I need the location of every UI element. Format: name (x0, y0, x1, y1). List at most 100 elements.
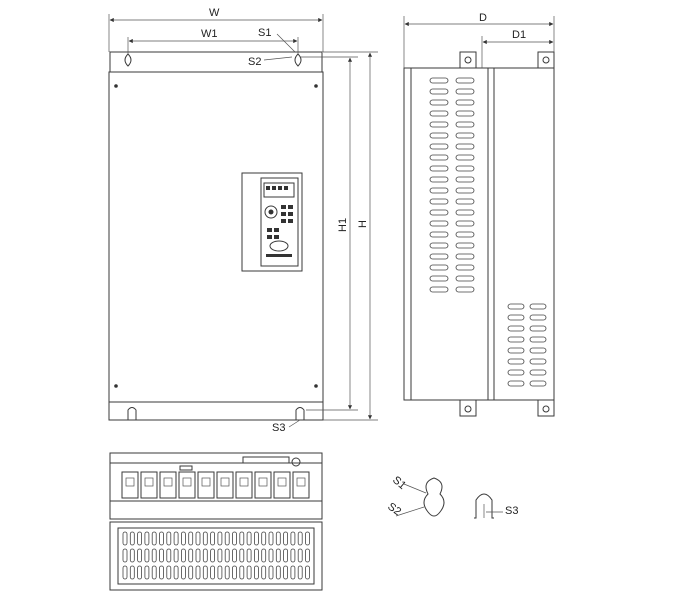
grille-slot (268, 548, 274, 563)
vent-slot (429, 231, 449, 238)
label-d: D (479, 12, 487, 24)
grille-slot (195, 565, 201, 580)
grille-slot (210, 548, 216, 563)
terminal-screw (277, 477, 287, 487)
vent-slot (455, 253, 475, 260)
vent-slot (429, 242, 449, 249)
vent-slot (455, 264, 475, 271)
grille-slot (159, 565, 164, 580)
grille-slot (180, 565, 186, 580)
grille-slot (297, 565, 303, 580)
terminal-block (178, 471, 196, 499)
grille-slot (151, 531, 157, 546)
grille-slot (275, 548, 281, 563)
grille-slot (151, 548, 157, 563)
grille-slot (246, 531, 252, 546)
vent-slot (455, 198, 475, 205)
grille-slot (129, 565, 135, 580)
vent-slot (455, 121, 475, 128)
terminal-screw (201, 477, 211, 487)
vent-slot (507, 369, 525, 376)
terminal-block (159, 471, 177, 499)
bottom-view (109, 452, 323, 591)
grille-slot (224, 548, 230, 563)
vent-slot (429, 264, 449, 271)
vent-slot (455, 99, 475, 106)
vent-slot (455, 220, 475, 227)
detail-label-s3: S3 (505, 505, 518, 517)
grille-slot (159, 548, 164, 563)
terminal-block (121, 471, 139, 499)
vent-slot (455, 77, 475, 84)
vent-slot (429, 275, 449, 282)
grille-slot (144, 565, 150, 580)
grille-slot (129, 531, 135, 546)
vent-slot (529, 347, 547, 354)
terminal-screw (220, 477, 230, 487)
grille-slot (305, 531, 310, 546)
grille-slot (217, 565, 223, 580)
grille-slot (305, 548, 310, 563)
grille-slot (202, 531, 208, 546)
vent-slot (529, 336, 547, 343)
terminal-screw (182, 477, 192, 487)
grille-slot (239, 548, 245, 563)
vent-slot (529, 314, 547, 321)
grille-slot (173, 548, 179, 563)
vent-slot (507, 347, 525, 354)
grille-slot (159, 531, 164, 546)
terminal-blocks (121, 471, 310, 499)
grille-slot (268, 565, 274, 580)
front-enclosure (108, 71, 324, 403)
vent-slot (455, 132, 475, 139)
vent-slot (507, 325, 525, 332)
grille-slot (188, 548, 194, 563)
vent-slot (507, 336, 525, 343)
grille-slot (166, 548, 172, 563)
vent-slot (429, 121, 449, 128)
vent-slot (429, 198, 449, 205)
terminal-block (197, 471, 215, 499)
dial-icon (264, 205, 278, 219)
grille-slot (137, 565, 143, 580)
grille-slot (122, 531, 128, 546)
grille-slot (305, 565, 310, 580)
keyhole-left (124, 53, 132, 67)
grille-slot (239, 565, 245, 580)
vent-slot (529, 380, 547, 387)
vent-slot (529, 303, 547, 310)
grille-slot (246, 565, 252, 580)
vent-slot (429, 286, 449, 293)
grille-slot (275, 531, 281, 546)
terminal-screw (125, 477, 135, 487)
terminal-screw (296, 477, 306, 487)
vent-slot (429, 187, 449, 194)
keyhole-detail: S1 S2 (385, 474, 445, 518)
grille-slot (253, 531, 259, 546)
grille-slot (217, 548, 223, 563)
label-h1: H1 (337, 218, 349, 232)
label-s3: S3 (272, 422, 285, 434)
grille-slot (144, 531, 150, 546)
vent-slot (429, 209, 449, 216)
vent-slot (455, 187, 475, 194)
vent-slot (455, 165, 475, 172)
vent-slot (455, 143, 475, 150)
vent-slot (429, 176, 449, 183)
front-view: W W1 S1 S2 H1 H S3 (108, 7, 378, 434)
terminal-block (273, 471, 291, 499)
grille-slot (232, 565, 237, 580)
grille-slot (283, 565, 289, 580)
vent-slot (455, 110, 475, 117)
vent-slot (455, 176, 475, 183)
grille-slot (122, 548, 128, 563)
vent-slot (455, 242, 475, 249)
grille-slot (246, 548, 252, 563)
slot-detail: S3 (474, 493, 518, 519)
grille-slot (188, 565, 194, 580)
grille-slot (268, 531, 274, 546)
terminal-screw (144, 477, 154, 487)
grille-slot (195, 531, 201, 546)
vent-slot (507, 303, 525, 310)
